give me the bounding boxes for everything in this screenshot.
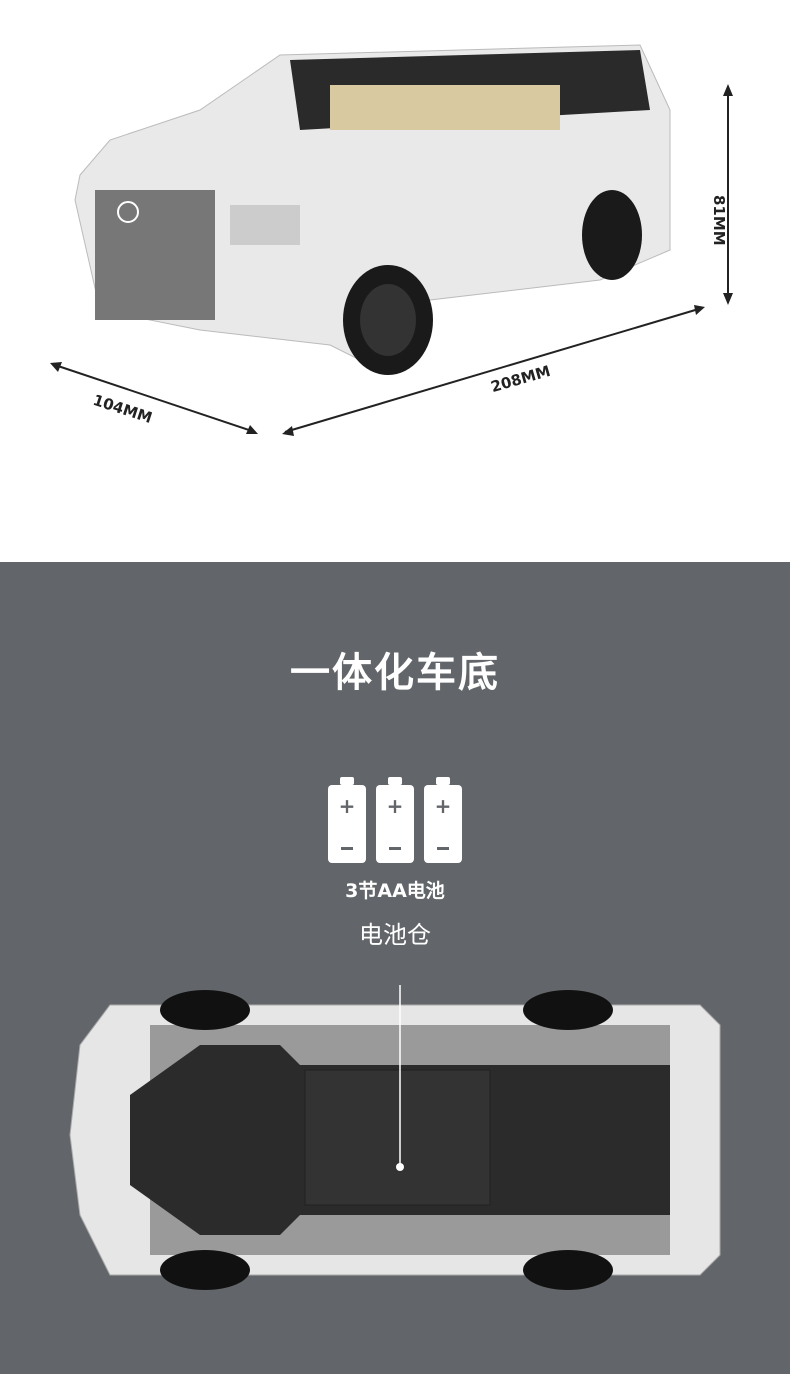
battery-icon: + bbox=[328, 777, 366, 863]
chassis-image bbox=[69, 985, 721, 1290]
battery-compartment-label: 电池仓 bbox=[359, 921, 431, 949]
battery-spec: 3节AA电池 bbox=[345, 880, 445, 902]
svg-text:+: + bbox=[339, 794, 356, 818]
svg-text:+: + bbox=[387, 794, 404, 818]
section-title: 一体化车底 bbox=[290, 650, 500, 696]
car-model-image bbox=[50, 44, 733, 436]
height-dimension: 81MM bbox=[710, 195, 728, 246]
battery-icon-group: + + + bbox=[328, 777, 462, 863]
battery-icon: + bbox=[424, 777, 462, 863]
dimensions-panel: 104MM 208MM 81MM bbox=[0, 0, 790, 562]
battery-icon: + bbox=[376, 777, 414, 863]
svg-text:+: + bbox=[435, 794, 452, 818]
